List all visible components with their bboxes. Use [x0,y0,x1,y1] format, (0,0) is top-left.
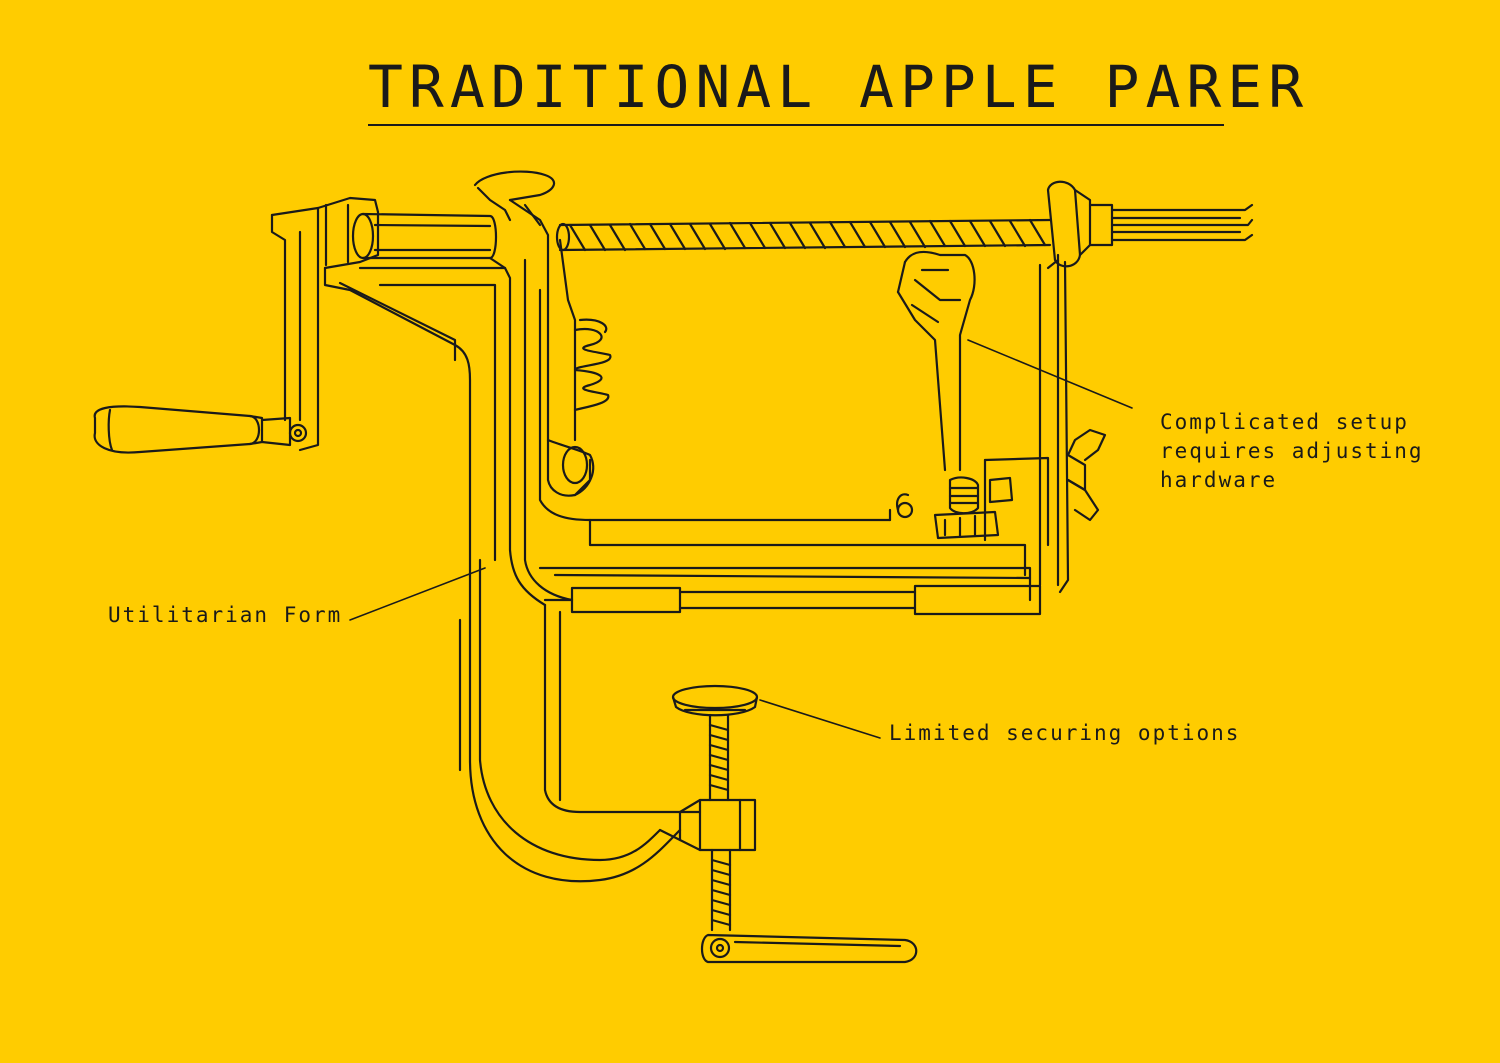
clamp-handle [702,935,916,962]
clamp-block [660,800,755,850]
eyelet [890,494,912,520]
clamp-screw [710,715,730,930]
peeler-blade-arm [898,252,975,470]
threaded-shaft [557,220,1050,250]
page-title: TRADITIONAL APPLE PARER [368,53,1310,121]
title-underline [368,124,1224,126]
leader-utilitarian-form [350,568,485,620]
gear-housing [318,198,496,268]
leader-lines [350,340,1132,738]
clamp-pad [673,686,757,715]
leader-limited-securing [760,700,880,738]
crank-handle-grip [95,406,262,452]
leader-complicated-setup [968,340,1132,408]
crank-arm [262,208,318,450]
fork-prongs [1048,182,1252,267]
annotation-limited-securing: Limited securing options [889,721,1241,745]
adjustment-hardware [935,430,1105,545]
annotation-complicated-setup: Complicated setup requires adjusting har… [1160,408,1424,495]
spring-coil [575,320,610,410]
cutter-arm-top [475,172,593,496]
annotation-setup-line-3: hardware [1160,468,1278,492]
annotation-setup-line-1: Complicated setup [1160,410,1409,434]
main-frame [325,258,890,881]
annotation-utilitarian-form: Utilitarian Form [108,603,343,627]
annotation-setup-line-2: requires adjusting [1160,439,1424,463]
right-post [1040,255,1068,592]
horizontal-arm [540,520,1040,614]
